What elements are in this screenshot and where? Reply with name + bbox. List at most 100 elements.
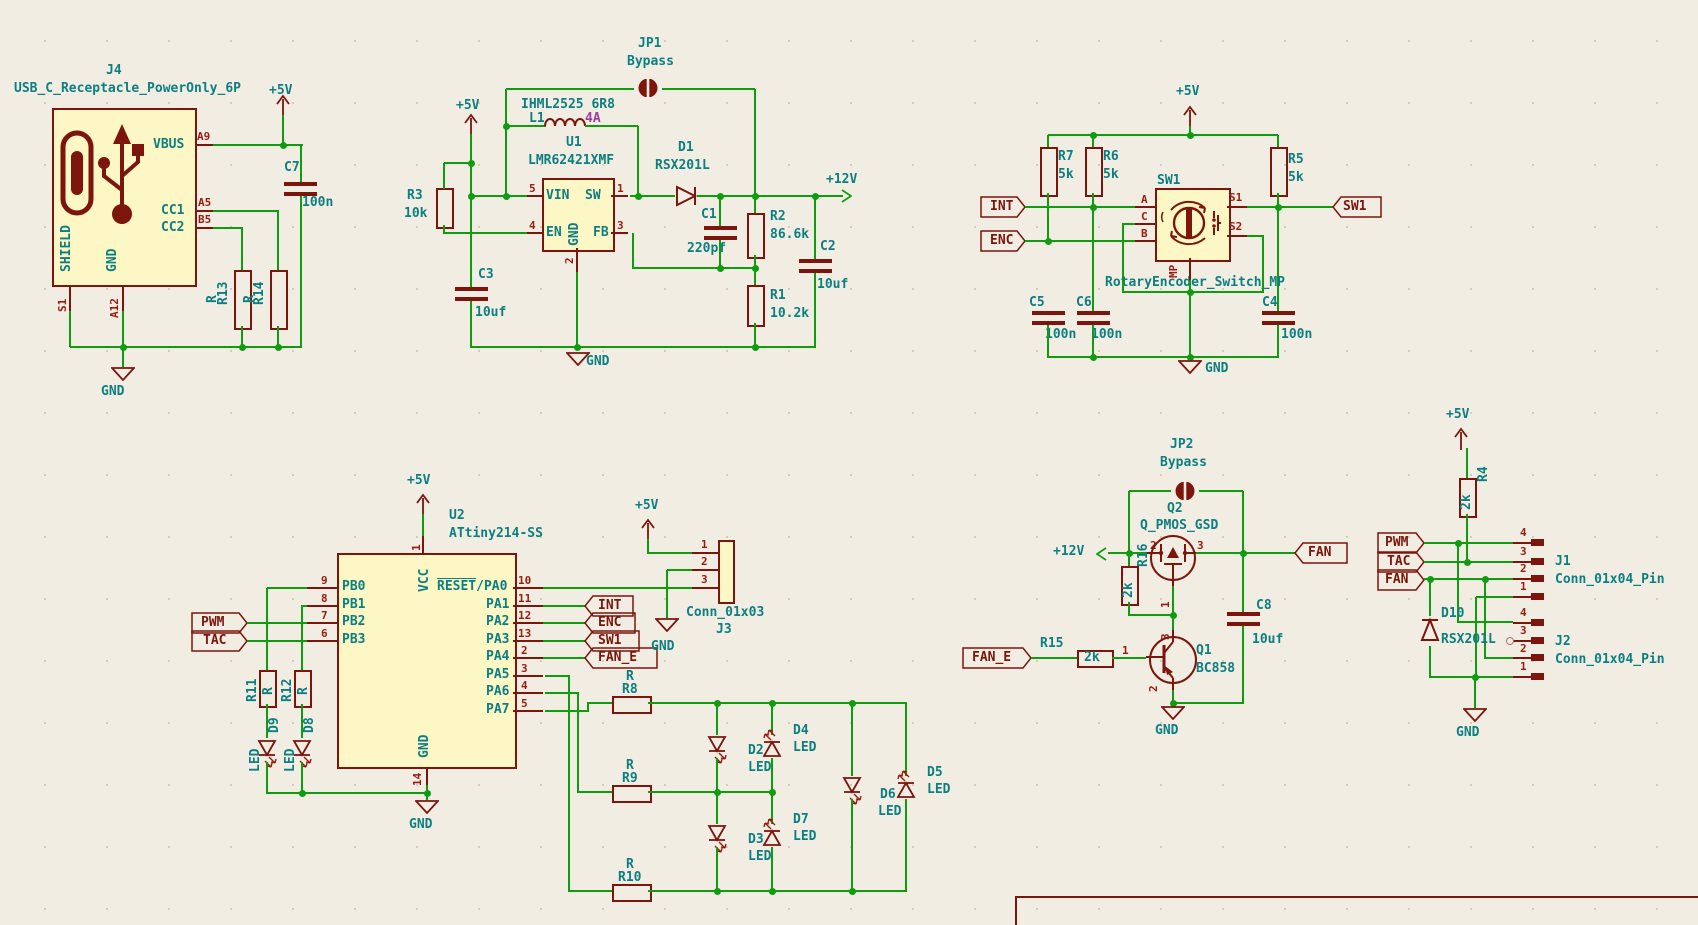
net-label-tac-text[interactable]: TAC bbox=[203, 633, 227, 648]
led-ref-d2[interactable]: D2 bbox=[748, 743, 764, 758]
led-d7-icon[interactable] bbox=[761, 817, 783, 851]
capacitor-c7[interactable] bbox=[284, 192, 317, 196]
led-ref-d8[interactable]: D8 bbox=[302, 717, 317, 733]
res-ref-r8[interactable]: R8 bbox=[622, 682, 638, 697]
p12v-out-arrow-icon[interactable] bbox=[840, 189, 852, 203]
power-label-5v[interactable]: +5V bbox=[269, 83, 293, 98]
cap-value-c3[interactable]: 10uf bbox=[475, 305, 507, 320]
resistor-r11[interactable] bbox=[259, 670, 277, 708]
cap-value-c1[interactable]: 220pf bbox=[687, 241, 727, 256]
led-ref-d6[interactable]: D6 bbox=[880, 787, 896, 802]
ind-current-l1[interactable]: 4A bbox=[585, 111, 601, 126]
j1-pad[interactable] bbox=[1531, 539, 1544, 546]
res-ref-r1[interactable]: R1 bbox=[770, 288, 786, 303]
res-value-r7[interactable]: 5k bbox=[1058, 167, 1074, 182]
res-value-r6[interactable]: 5k bbox=[1103, 167, 1119, 182]
gnd-symbol-icon[interactable] bbox=[1161, 706, 1185, 720]
led-ref-d3[interactable]: D3 bbox=[748, 832, 764, 847]
net-label-fan-text[interactable]: FAN bbox=[1385, 572, 1409, 587]
net-label-fan-e[interactable] bbox=[962, 647, 1032, 669]
capacitor-c2[interactable] bbox=[799, 269, 832, 273]
gnd-symbol-icon[interactable] bbox=[415, 800, 439, 814]
cap-value-c7[interactable]: 100n bbox=[302, 195, 334, 210]
mcu-value[interactable]: ATtiny214-SS bbox=[449, 526, 543, 541]
cap-value-c2[interactable]: 10uf bbox=[817, 277, 849, 292]
j2-value[interactable]: Conn_01x04_Pin bbox=[1555, 652, 1665, 667]
bjt-ref-q1[interactable]: Q1 bbox=[1196, 643, 1212, 658]
cap-ref-c4[interactable]: C4 bbox=[1262, 295, 1278, 310]
usb-ref[interactable]: J4 bbox=[106, 63, 122, 78]
j1-ref[interactable]: J1 bbox=[1555, 554, 1571, 569]
net-label-fan[interactable] bbox=[1294, 542, 1348, 564]
mcu-body[interactable] bbox=[337, 553, 517, 769]
capacitor-c8[interactable] bbox=[1227, 612, 1260, 616]
capacitor-c3[interactable] bbox=[455, 287, 488, 291]
diode-value-d1[interactable]: RSX201L bbox=[655, 158, 710, 173]
net-label-fan-e-text[interactable]: FAN_E bbox=[972, 650, 1012, 665]
net-label-int[interactable] bbox=[584, 595, 634, 617]
diode-d10-icon[interactable] bbox=[1419, 614, 1441, 646]
led-ref-d9[interactable]: D9 bbox=[267, 717, 282, 733]
resistor-r15[interactable] bbox=[1077, 650, 1114, 668]
cap-ref-c5[interactable]: C5 bbox=[1029, 295, 1045, 310]
capacitor-c3[interactable] bbox=[455, 297, 488, 301]
res-ref-r4[interactable]: R4 bbox=[1476, 466, 1491, 482]
resistor-r12[interactable] bbox=[294, 670, 312, 708]
jumper-value-jp1[interactable]: Bypass bbox=[627, 54, 674, 69]
capacitor-c1[interactable] bbox=[704, 236, 737, 240]
resistor-r5[interactable] bbox=[1270, 147, 1288, 197]
bjt-q1-icon[interactable] bbox=[1146, 630, 1200, 690]
power-label-5v[interactable]: +5V bbox=[456, 98, 480, 113]
j3-connector-body[interactable] bbox=[718, 540, 735, 604]
net-label-enc[interactable] bbox=[584, 612, 636, 634]
jumper-ref-jp2[interactable]: JP2 bbox=[1170, 437, 1194, 452]
cap-value-c5[interactable]: 100n bbox=[1045, 327, 1077, 342]
net-label-enc[interactable] bbox=[980, 230, 1026, 252]
res-ref-r3[interactable]: R3 bbox=[407, 188, 423, 203]
net-label-pwm-text[interactable]: PWM bbox=[201, 615, 225, 630]
capacitor-c6[interactable] bbox=[1077, 311, 1110, 315]
led-ref-d4[interactable]: D4 bbox=[793, 723, 809, 738]
j1-pad[interactable] bbox=[1531, 558, 1544, 565]
res-ref-r12[interactable]: R12 bbox=[280, 678, 295, 702]
gnd-label[interactable]: GND bbox=[409, 817, 433, 832]
j2-pad[interactable] bbox=[1531, 654, 1544, 661]
power-flag-5v-icon[interactable] bbox=[415, 492, 431, 516]
j1-pad[interactable] bbox=[1531, 575, 1544, 582]
resistor-r6[interactable] bbox=[1085, 147, 1103, 197]
net-label-pwm-text[interactable]: PWM bbox=[1385, 535, 1409, 550]
j3-ref[interactable]: J3 bbox=[716, 622, 732, 637]
power-label-12v[interactable]: +12V bbox=[826, 172, 858, 187]
capacitor-c5[interactable] bbox=[1032, 321, 1065, 325]
mcu-ref[interactable]: U2 bbox=[449, 508, 465, 523]
gnd-symbol-icon[interactable] bbox=[1463, 708, 1487, 722]
led-d5-icon[interactable] bbox=[895, 769, 917, 803]
inductor-l1-icon[interactable] bbox=[544, 112, 586, 128]
led-ref-d5[interactable]: D5 bbox=[927, 765, 943, 780]
bjt-value-q1[interactable]: BC858 bbox=[1196, 661, 1236, 676]
resistor-r7[interactable] bbox=[1040, 147, 1058, 197]
jumper-jp2-icon[interactable] bbox=[1171, 481, 1199, 501]
j3-value[interactable]: Conn_01x03 bbox=[686, 605, 765, 620]
res-value-r1[interactable]: 10.2k bbox=[770, 306, 810, 321]
encoder-symbol[interactable] bbox=[1155, 188, 1231, 262]
diode-ref-d1[interactable]: D1 bbox=[678, 140, 694, 155]
net-label-sw1-text[interactable]: SW1 bbox=[1343, 199, 1367, 214]
cap-value-c6[interactable]: 100n bbox=[1091, 327, 1123, 342]
net-label-tac[interactable] bbox=[1377, 551, 1425, 573]
res-ref-r13[interactable]: R13 bbox=[216, 281, 231, 305]
net-label-sw1[interactable] bbox=[1332, 196, 1382, 218]
fet-value-q2[interactable]: Q_PMOS_GSD bbox=[1140, 518, 1219, 533]
cap-ref-c3[interactable]: C3 bbox=[478, 267, 494, 282]
res-ref-r5[interactable]: R5 bbox=[1288, 152, 1304, 167]
net-label-pwm[interactable] bbox=[1377, 532, 1425, 554]
capacitor-c7[interactable] bbox=[284, 182, 317, 186]
cap-value-c8[interactable]: 10uf bbox=[1252, 632, 1284, 647]
cap-ref-c7[interactable]: C7 bbox=[284, 160, 300, 175]
power-label-5v[interactable]: +5V bbox=[635, 498, 659, 513]
res-ref-r2[interactable]: R2 bbox=[770, 209, 786, 224]
net-label-int[interactable] bbox=[980, 196, 1026, 218]
resistor-r4[interactable] bbox=[1459, 478, 1477, 518]
usb-value[interactable]: USB_C_Receptacle_PowerOnly_6P bbox=[14, 81, 241, 96]
net-label-fan[interactable] bbox=[1377, 569, 1425, 591]
